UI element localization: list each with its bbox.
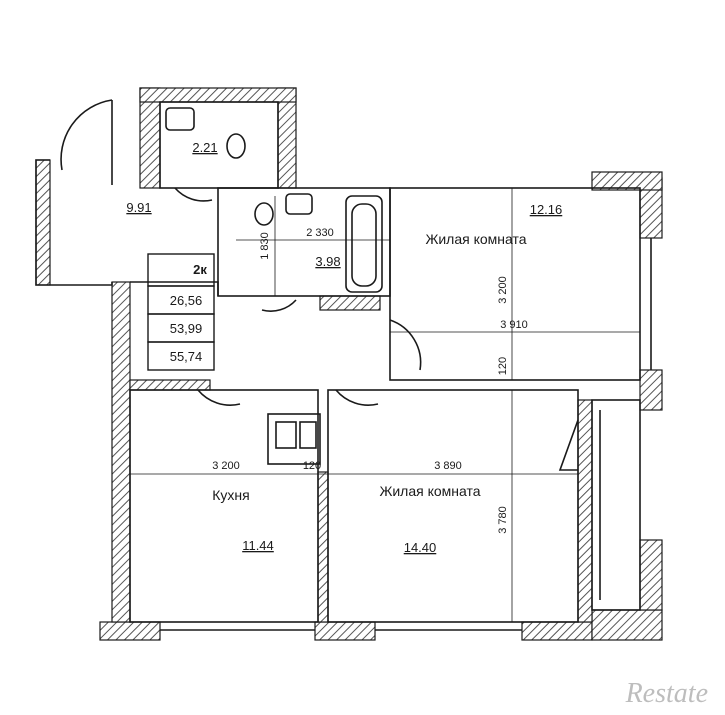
kitchen-label: Кухня <box>212 487 249 503</box>
wc-room <box>159 101 279 189</box>
summary-total-with-balcony: 55,74 <box>170 349 203 364</box>
balcony-area: 9.91 <box>126 200 151 215</box>
watermark-logo: Restate <box>625 678 708 709</box>
kitchen-stove <box>299 421 317 449</box>
balcony-door-arc <box>60 99 113 171</box>
wall-left <box>111 281 131 623</box>
living-label: Жилая комната <box>379 483 480 499</box>
living-room <box>327 389 579 623</box>
door-loggia-arc <box>558 419 579 471</box>
bedroom-top-label: Жилая комната <box>425 231 526 247</box>
wall-right-lower <box>639 539 663 611</box>
living-area: 14.40 <box>404 540 437 555</box>
dim-bath-depth: 1 830 <box>259 232 271 260</box>
bath-sink <box>285 193 313 215</box>
room-outlines <box>35 99 652 631</box>
wall-bottom-corner <box>591 609 663 641</box>
dim-bedroom-height: 3 200 <box>497 276 509 304</box>
wall-bottom-right <box>521 621 593 641</box>
kitchen-area: 11.44 <box>242 538 274 553</box>
door-kitchen-arc <box>197 389 241 406</box>
door-bedroom-arc <box>389 319 422 371</box>
summary-rooms-label: 2к <box>193 262 207 277</box>
balcony-outline <box>35 159 113 286</box>
wall-right-balcony <box>577 399 593 623</box>
bathtub <box>345 195 383 293</box>
wall-bottom-mid <box>314 621 376 641</box>
wall-wc-top <box>139 87 297 103</box>
bathroom-area: 2.21 <box>192 140 217 155</box>
dim-kitchen-gap: 120 <box>303 460 321 472</box>
kitchen-sink-bowl <box>275 421 297 449</box>
bathtub-inner <box>351 203 377 287</box>
dim-wall-gap: 120 <box>497 357 509 375</box>
wall-top-bedroom <box>591 171 663 191</box>
kitchen-room <box>129 389 319 623</box>
summary-table <box>147 253 215 371</box>
wall-wc-left <box>139 87 161 189</box>
dim-living-height: 3 780 <box>497 506 509 534</box>
dimension-lines <box>130 188 640 622</box>
wc-sink <box>165 107 195 131</box>
door-bath-arc <box>261 299 297 312</box>
dim-bedroom-width: 3 910 <box>500 319 528 331</box>
summary-cell-balcony <box>147 341 215 371</box>
door-living-arc <box>335 389 379 406</box>
wall-balcony-left <box>35 159 51 286</box>
wall-kitchen-top <box>129 379 211 391</box>
summary-living-area: 26,56 <box>170 293 203 308</box>
wall-wc-right <box>277 87 297 189</box>
dim-kitchen-width: 3 200 <box>212 460 240 472</box>
bedroom-top-room <box>389 187 641 381</box>
walls <box>35 87 663 641</box>
dim-living-width: 3 890 <box>434 460 462 472</box>
partition-kitchen-living <box>317 471 329 623</box>
kitchen-sink-unit <box>267 413 321 465</box>
hall-outline <box>130 281 219 296</box>
toilet <box>226 133 246 159</box>
loggia-right <box>591 399 641 611</box>
bath-area: 3.98 <box>315 254 340 269</box>
summary-total-area: 53,99 <box>170 321 203 336</box>
wall-bottom-left <box>99 621 161 641</box>
bath-washer <box>254 202 274 226</box>
door-wc-arc <box>174 187 213 202</box>
wall-bath-bottom <box>319 295 381 311</box>
dim-bath-width: 2 330 <box>306 227 334 239</box>
wall-right-mid <box>639 369 663 411</box>
bedroom-top-area: 12.16 <box>530 202 563 217</box>
